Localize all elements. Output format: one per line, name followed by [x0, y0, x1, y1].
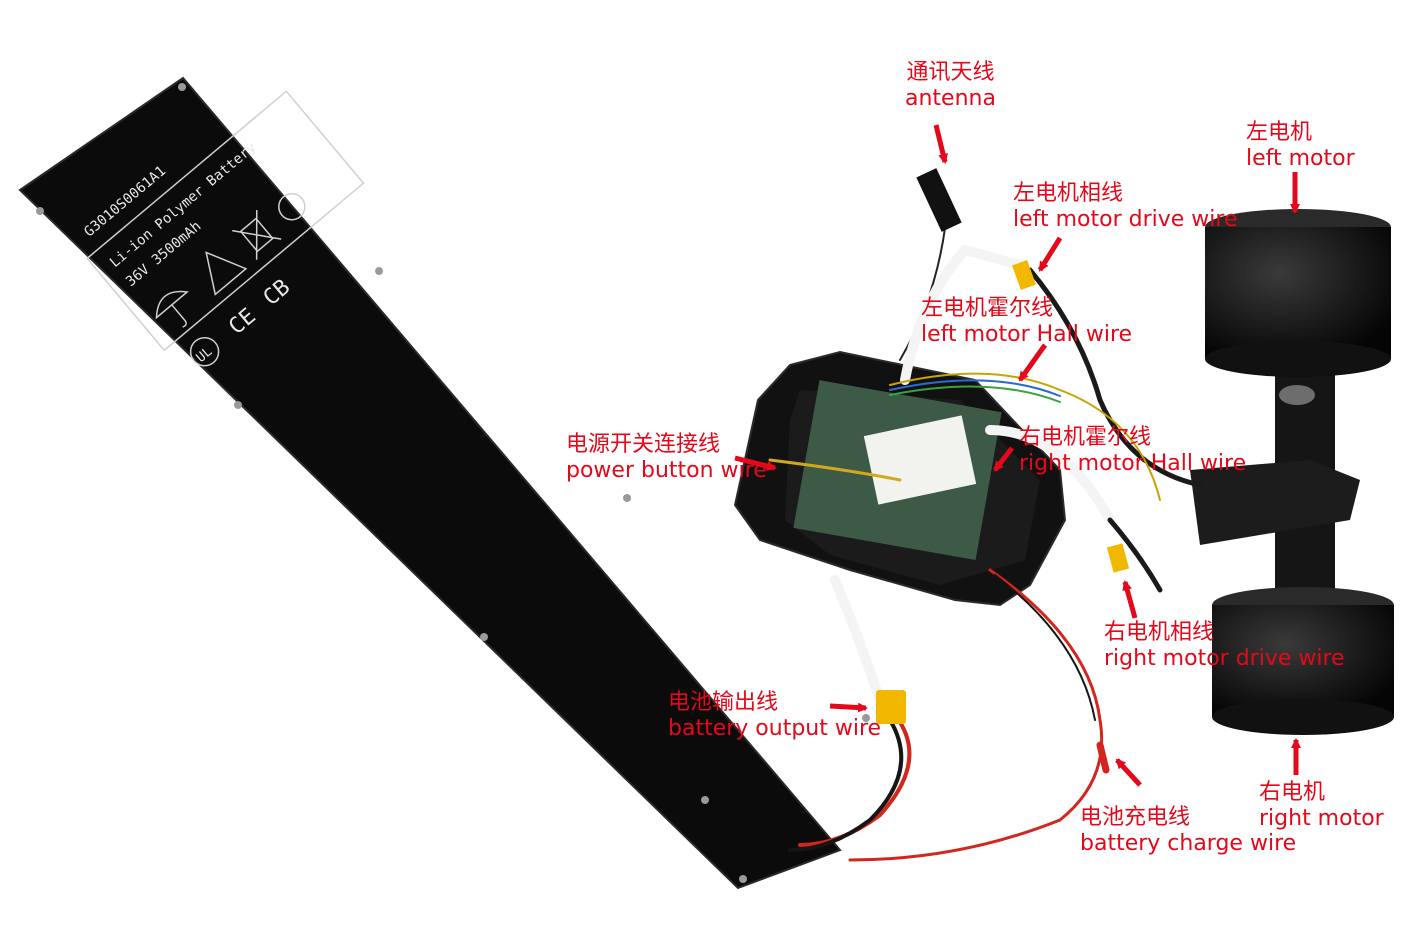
label-left-motor-drive: 左电机相线 left motor drive wire — [1013, 181, 1238, 233]
label-left-motor-drive-en: left motor drive wire — [1013, 207, 1238, 232]
label-left-motor-hall-zh: 左电机霍尔线 — [921, 296, 1054, 321]
label-left-motor-hall-en: left motor Hall wire — [921, 322, 1133, 347]
arrow-power-button — [734, 455, 777, 471]
label-right-motor: 右电机 right motor — [1259, 780, 1384, 832]
label-antenna-zh: 通讯天线 — [906, 60, 995, 85]
arrow-right-motor-drive — [1122, 580, 1138, 619]
label-left-motor-drive-zh: 左电机相线 — [1013, 181, 1124, 206]
left-motor-wheel — [1205, 209, 1391, 377]
arrow-antenna — [933, 124, 948, 164]
label-left-motor-zh: 左电机 — [1246, 120, 1313, 145]
arrow-left-motor-drive — [1037, 236, 1063, 272]
label-power-button: 电源开关连接线 power button wire — [566, 432, 767, 484]
label-right-motor-zh: 右电机 — [1259, 780, 1326, 805]
recycle-icon — [278, 192, 306, 221]
label-battery-charge-en: battery charge wire — [1080, 831, 1297, 856]
truck-assembly — [1190, 350, 1360, 620]
arrow-battery-charge — [1115, 758, 1142, 787]
battery-mount-holes — [36, 83, 870, 883]
antenna-tag — [916, 168, 962, 232]
battery-output-connector — [876, 690, 906, 724]
label-antenna: 通讯天线 antenna — [905, 60, 996, 112]
label-right-motor-drive: 右电机相线 right motor drive wire — [1104, 620, 1345, 672]
label-left-motor-hall: 左电机霍尔线 left motor Hall wire — [921, 296, 1132, 348]
label-power-button-zh: 电源开关连接线 — [566, 432, 721, 457]
label-battery-charge-zh: 电池充电线 — [1080, 805, 1191, 830]
arrow-left-motor-hall — [1017, 343, 1048, 382]
label-right-motor-drive-zh: 右电机相线 — [1104, 620, 1215, 645]
battery-board: G3010S0061A1 Li-ion Polymer Battery 36V … — [18, 76, 870, 890]
label-battery-output-zh: 电池输出线 — [668, 690, 779, 715]
label-left-motor-en: left motor — [1246, 146, 1355, 171]
right-drive-connector — [1106, 543, 1130, 573]
ul-mark-icon — [189, 336, 220, 367]
arrow-battery-output — [829, 702, 868, 713]
label-battery-charge: 电池充电线 battery charge wire — [1080, 805, 1296, 857]
crossed-bin-icon — [232, 210, 282, 260]
left-drive-wire-run — [900, 245, 970, 385]
label-right-motor-hall: 右电机霍尔线 right motor Hall wire — [1019, 425, 1246, 477]
label-battery-output-en: battery output wire — [668, 716, 882, 741]
label-battery-output: 电池输出线 battery output wire — [668, 690, 881, 742]
label-right-motor-drive-en: right motor drive wire — [1104, 646, 1345, 671]
umbrella-icon — [155, 290, 189, 328]
label-left-motor: 左电机 left motor — [1246, 120, 1355, 172]
right-motor-wheel — [1212, 587, 1394, 735]
warning-triangle-icon — [205, 251, 248, 296]
label-right-motor-hall-en: right motor Hall wire — [1019, 451, 1247, 476]
wires — [768, 168, 1203, 862]
controller-sticker — [863, 415, 977, 505]
label-right-motor-en: right motor — [1259, 806, 1384, 831]
label-power-button-en: power button wire — [566, 458, 767, 483]
arrow-right-motor-hall — [993, 446, 1014, 472]
left-drive-connector — [1012, 260, 1036, 290]
label-right-motor-hall-zh: 右电机霍尔线 — [1019, 425, 1152, 450]
label-antenna-en: antenna — [905, 86, 996, 111]
controller-box — [733, 350, 1067, 607]
callout-arrows — [734, 124, 1301, 787]
